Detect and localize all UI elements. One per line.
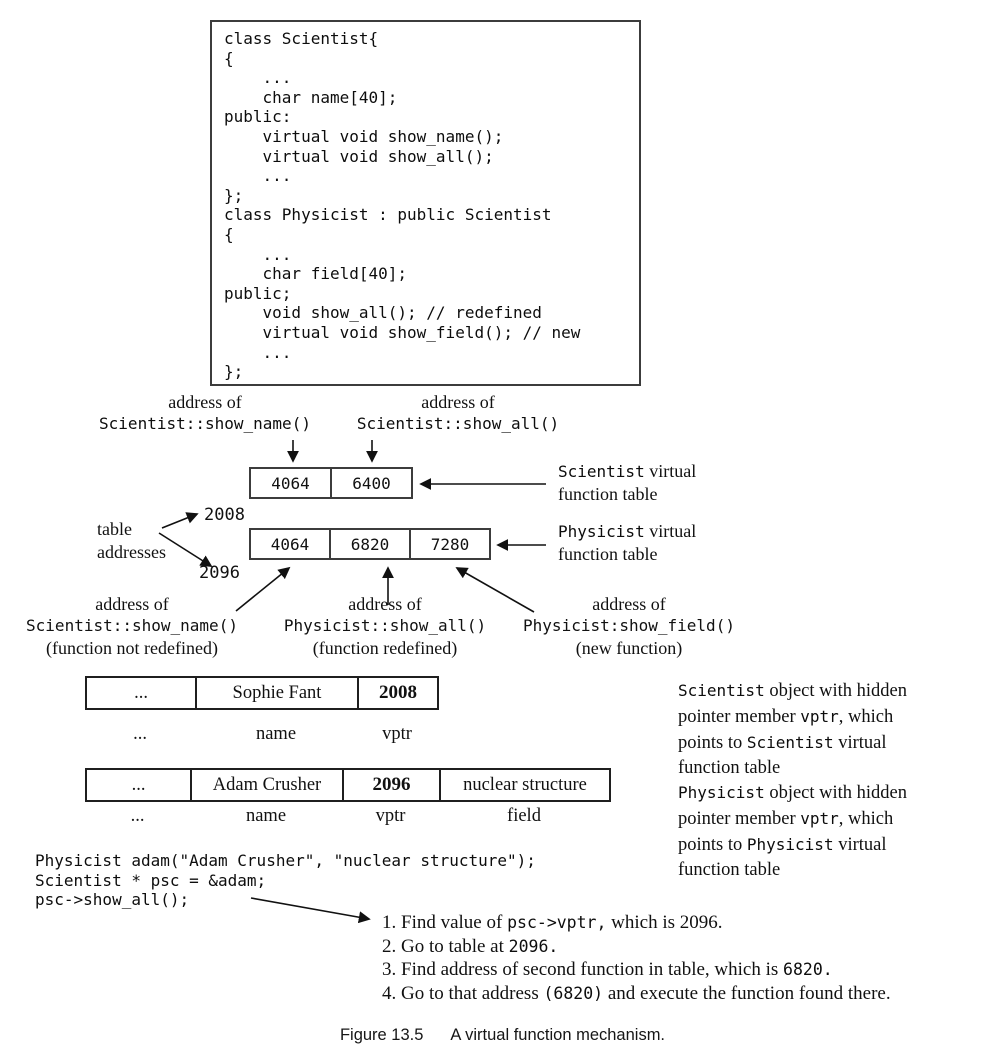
physicist-object-cell-field: nuclear structure	[439, 770, 609, 800]
arrow-to-address-2096	[158, 532, 213, 567]
scientist-vtable-label-line2: function table	[558, 484, 658, 504]
table-address-2008: 2008	[204, 505, 245, 525]
table-addresses-label: table addresses	[97, 518, 166, 564]
member-label-dots: ...	[133, 724, 147, 744]
scientist-vtable-cell-0: 4064	[271, 473, 310, 493]
physicist-object-cell-name: Adam Crusher	[190, 770, 342, 800]
label-caption: address of	[592, 594, 666, 614]
member-label-name: name	[255, 724, 297, 744]
figure-title: A virtual function mechanism.	[450, 1026, 666, 1044]
class-definition-code-box: class Scientist{ { ... char name[40]; pu…	[210, 20, 641, 386]
physicist-vtable-cell-1: 6820	[329, 530, 409, 558]
scientist-object-cell-dots: ...	[134, 682, 148, 703]
label-function-name: Physicist:show_field()	[523, 616, 735, 635]
scientist-object-table: ... Sophie Fant 2008	[85, 676, 439, 710]
label-function-name: Scientist::show_name()	[26, 616, 238, 635]
step-4: 4. Go to that address (6820) and execute…	[382, 982, 891, 1004]
figure-number: Figure 13.5	[339, 1026, 424, 1044]
step-1: 1. Find value of psc->vptr, which is 209…	[382, 912, 723, 933]
scientist-vtable-cell-1: 6400	[330, 469, 411, 497]
scientist-vtable-label: Scientist virtual function table	[558, 460, 696, 506]
physicist-vtable-cell-2: 7280	[409, 530, 489, 558]
step-3: 3. Find address of second function in ta…	[382, 959, 833, 980]
physicist-vtable-label: Physicist virtual function table	[558, 520, 696, 566]
member-label-name: name	[245, 806, 287, 826]
label-address-of-scientist-show-name: address of Scientist::show_name()	[80, 392, 330, 435]
mechanism-steps: 1. Find value of psc->vptr, which is 209…	[382, 911, 1002, 1005]
label-note: (function not redefined)	[46, 638, 218, 658]
label-function-name: Scientist::show_all()	[356, 414, 560, 433]
physicist-vtable: 4064 6820 7280	[249, 528, 491, 560]
class-definition-code: class Scientist{ { ... char name[40]; pu…	[224, 29, 581, 382]
physicist-vtable-label-line1: Physicist virtual	[558, 521, 697, 541]
scientist-object-cell-vptr: 2008	[357, 678, 437, 708]
label-address-of-show-name-not-redefined: address of Scientist::show_name() (funct…	[14, 594, 250, 659]
table-address-2096: 2096	[199, 563, 240, 583]
member-label-dots: ...	[130, 806, 145, 826]
physicist-vtable-cell-0: 4064	[270, 534, 310, 554]
label-address-of-show-field-new: address of Physicist:show_field() (new f…	[506, 594, 752, 659]
step-2: 2. Go to table at 2096.	[382, 935, 559, 957]
arrow-to-address-2008	[161, 512, 199, 529]
label-caption: address of	[421, 392, 495, 412]
label-note: (function redefined)	[312, 638, 458, 658]
label-function-name: Scientist::show_name()	[99, 414, 311, 433]
member-label-vptr: vptr	[375, 806, 406, 826]
usage-code: Physicist adam("Adam Crusher", "nuclear …	[35, 851, 536, 910]
label-address-of-scientist-show-all: address of Scientist::show_all()	[333, 392, 583, 435]
label-caption: address of	[168, 392, 242, 412]
label-note: (new function)	[575, 638, 683, 658]
scientist-object-cell-name: Sophie Fant	[195, 678, 357, 708]
physicist-object-table: ... Adam Crusher 2096 nuclear structure	[85, 768, 611, 802]
label-caption: address of	[95, 594, 169, 614]
member-label-field: field	[507, 806, 541, 826]
table-addresses-label-line2: addresses	[97, 542, 166, 562]
physicist-object-cell-dots: ...	[131, 774, 146, 795]
scientist-object-member-labels: ... name vptr	[85, 724, 437, 745]
scientist-vtable: 4064 6400	[249, 467, 413, 499]
scientist-vtable-label-line1: Scientist virtual	[558, 461, 697, 481]
figure-caption: Figure 13.5 A virtual function mechanism…	[0, 1026, 1005, 1045]
label-address-of-show-all-redefined: address of Physicist::show_all() (functi…	[262, 594, 508, 659]
physicist-vtable-label-line2: function table	[558, 544, 658, 564]
label-function-name: Physicist::show_all()	[283, 616, 487, 635]
physicist-object-cell-vptr: 2096	[342, 770, 439, 800]
physicist-object-member-labels: ... name vptr field	[85, 806, 609, 827]
table-addresses-label-line1: table	[97, 519, 132, 539]
label-caption: address of	[348, 594, 422, 614]
member-label-vptr: vptr	[382, 724, 412, 744]
